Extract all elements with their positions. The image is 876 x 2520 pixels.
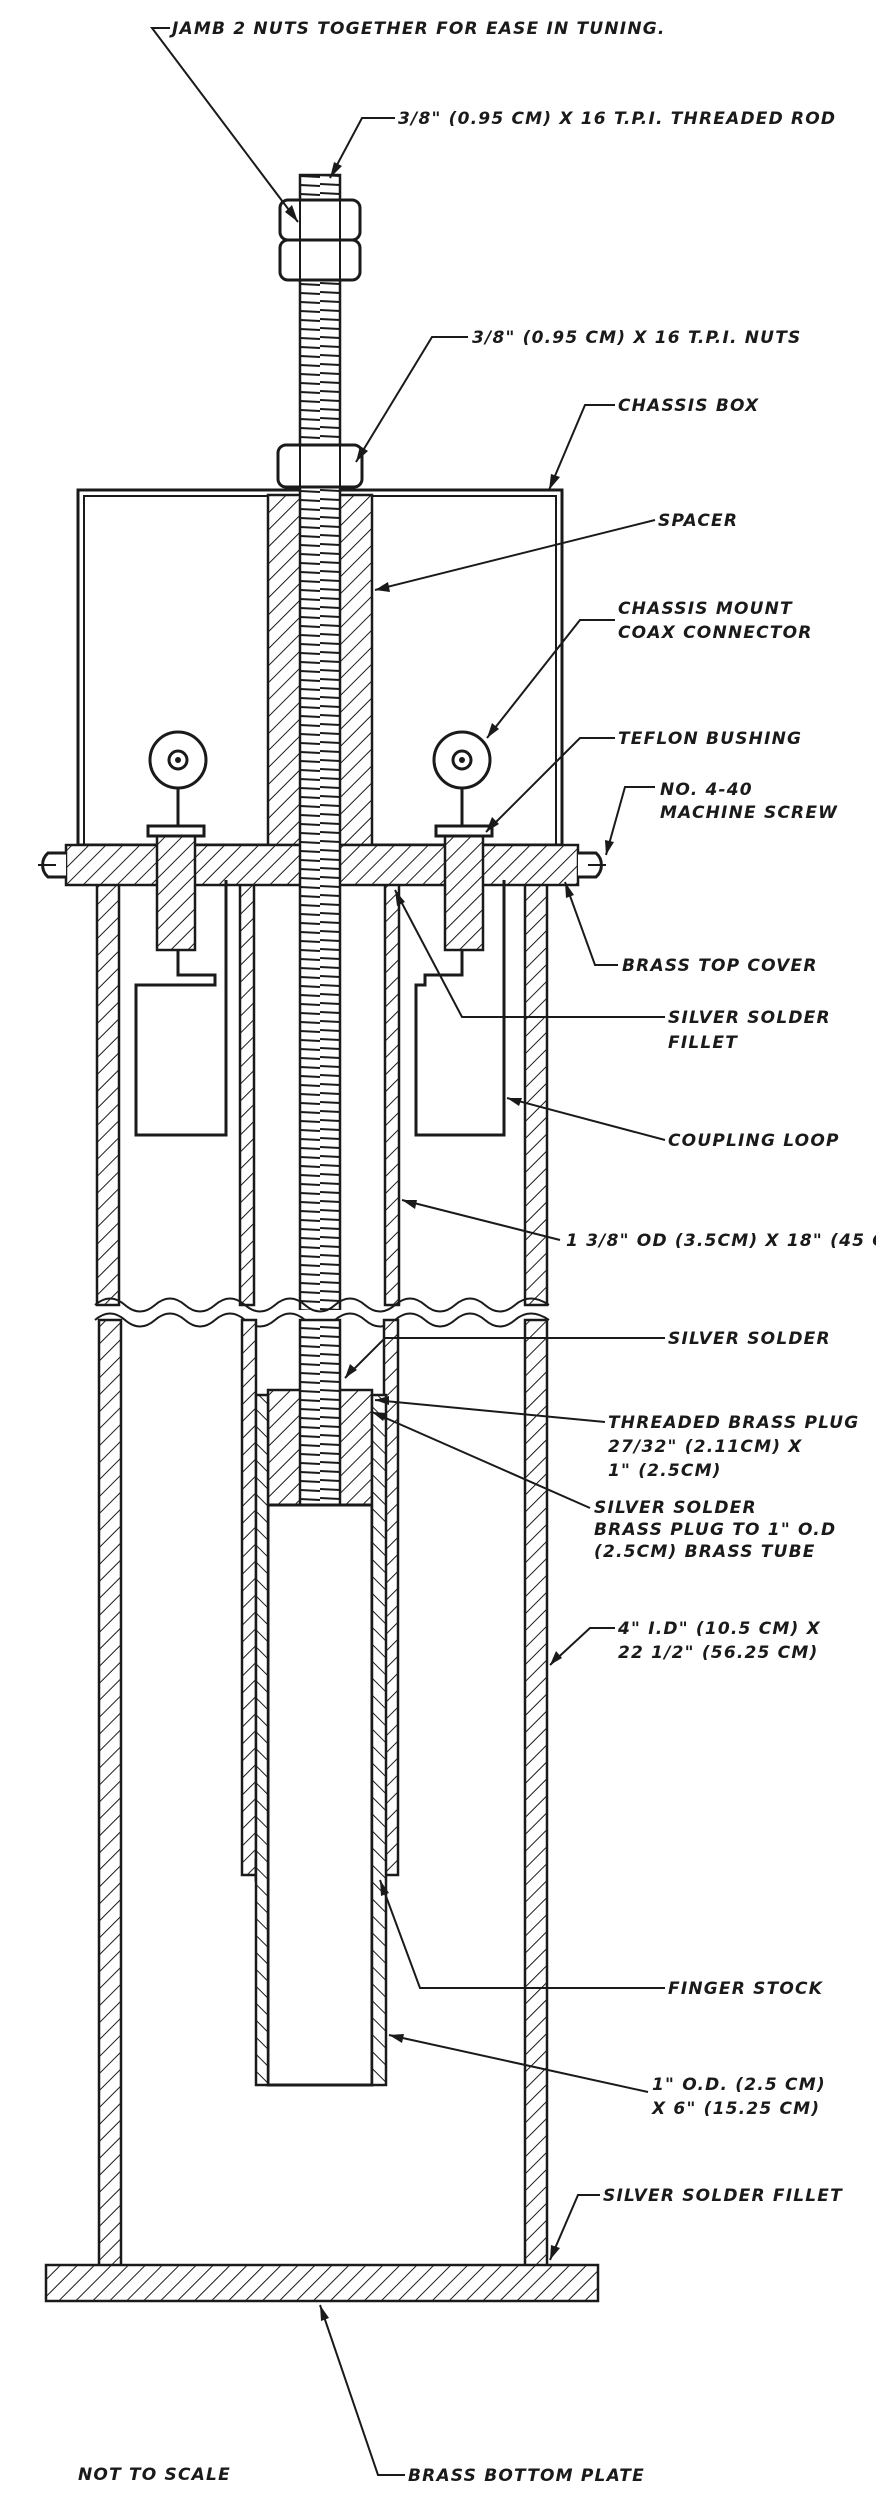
label-bottom-solder-fillet: SILVER SOLDER FILLET — [603, 2186, 843, 2206]
label-coupling-loop: COUPLING LOOP — [668, 1131, 840, 1151]
label-threaded-brass-plug: THREADED BRASS PLUG — [608, 1413, 859, 1433]
threaded-rod — [298, 173, 342, 1412]
label-plug-size-1: 27/32" (2.11cm) x — [608, 1437, 803, 1457]
label-threaded-rod: 3/8" (0.95 cm) x 16 T.P.I. THREADED ROD — [398, 109, 836, 129]
coupling-loop-left — [134, 770, 228, 1137]
machine-screw-right — [578, 851, 606, 879]
label-plug-size-2: 1" (2.5cm) — [608, 1461, 722, 1481]
label-nuts: 3/8" (0.95 cm) x 16 T.P.I. NUTS — [472, 328, 801, 348]
label-brass-bottom-plate: BRASS BOTTOM PLATE — [408, 2466, 645, 2486]
spacer — [266, 493, 374, 847]
machine-screw-left — [38, 851, 66, 879]
leader-lines — [149, 27, 666, 2476]
label-chassis-mount: CHASSIS MOUNT — [618, 599, 793, 619]
label-inner-tube: 1 3/8" OD (3.5cm) x 18" (45 cm) — [566, 1231, 876, 1251]
label-slug-tube-2: x 6" (15.25 cm) — [651, 2099, 820, 2119]
label-chassis-box: CHASSIS BOX — [618, 396, 759, 416]
label-finger-stock: FINGER STOCK — [668, 1979, 824, 1999]
threaded-brass-plug — [266, 1318, 374, 1507]
label-not-to-scale: NOT TO SCALE — [78, 2465, 231, 2485]
label-fillet: FILLET — [668, 1033, 738, 1053]
label-outer-tube: 4" I.D" (10.5 cm) x — [617, 1619, 821, 1639]
brass-bottom-plate — [44, 2263, 600, 2303]
label-plug-solder-3: (2.5cm) BRASS TUBE — [594, 1542, 816, 1562]
lower-nut — [276, 443, 364, 489]
coax-connector-left — [148, 730, 208, 790]
coupling-loop-right — [414, 770, 506, 1137]
label-machine-screw-no: NO. 4-40 — [660, 780, 753, 800]
jamb-nuts — [278, 198, 362, 282]
outer-tube-lower — [97, 1318, 549, 2277]
label-plug-solder-2: BRASS PLUG TO 1" O.D — [594, 1520, 836, 1540]
label-spacer: SPACER — [658, 511, 738, 531]
label-silver-solder-fillet: SILVER SOLDER — [668, 1008, 831, 1028]
label-machine-screw: MACHINE SCREW — [660, 803, 838, 823]
label-brass-top-cover: BRASS TOP COVER — [622, 956, 818, 976]
coax-connector-right — [432, 730, 492, 790]
label-silver-solder: SILVER SOLDER — [668, 1329, 831, 1349]
label-outer-tube-2: 22 1/2" (56.25 cm) — [618, 1643, 818, 1663]
label-slug-tube: 1" O.D. (2.5 cm) — [652, 2075, 826, 2095]
label-plug-solder: SILVER SOLDER — [594, 1498, 757, 1518]
label-coax-connector: COAX CONNECTOR — [618, 623, 813, 643]
brass-slug-tube — [254, 1393, 388, 2087]
label-jamb-nuts: JAMB 2 NUTS TOGETHER FOR EASE IN TUNING. — [169, 19, 666, 39]
label-teflon-bushing: TEFLON BUSHING — [618, 729, 802, 749]
break-line-upper — [94, 1297, 550, 1313]
